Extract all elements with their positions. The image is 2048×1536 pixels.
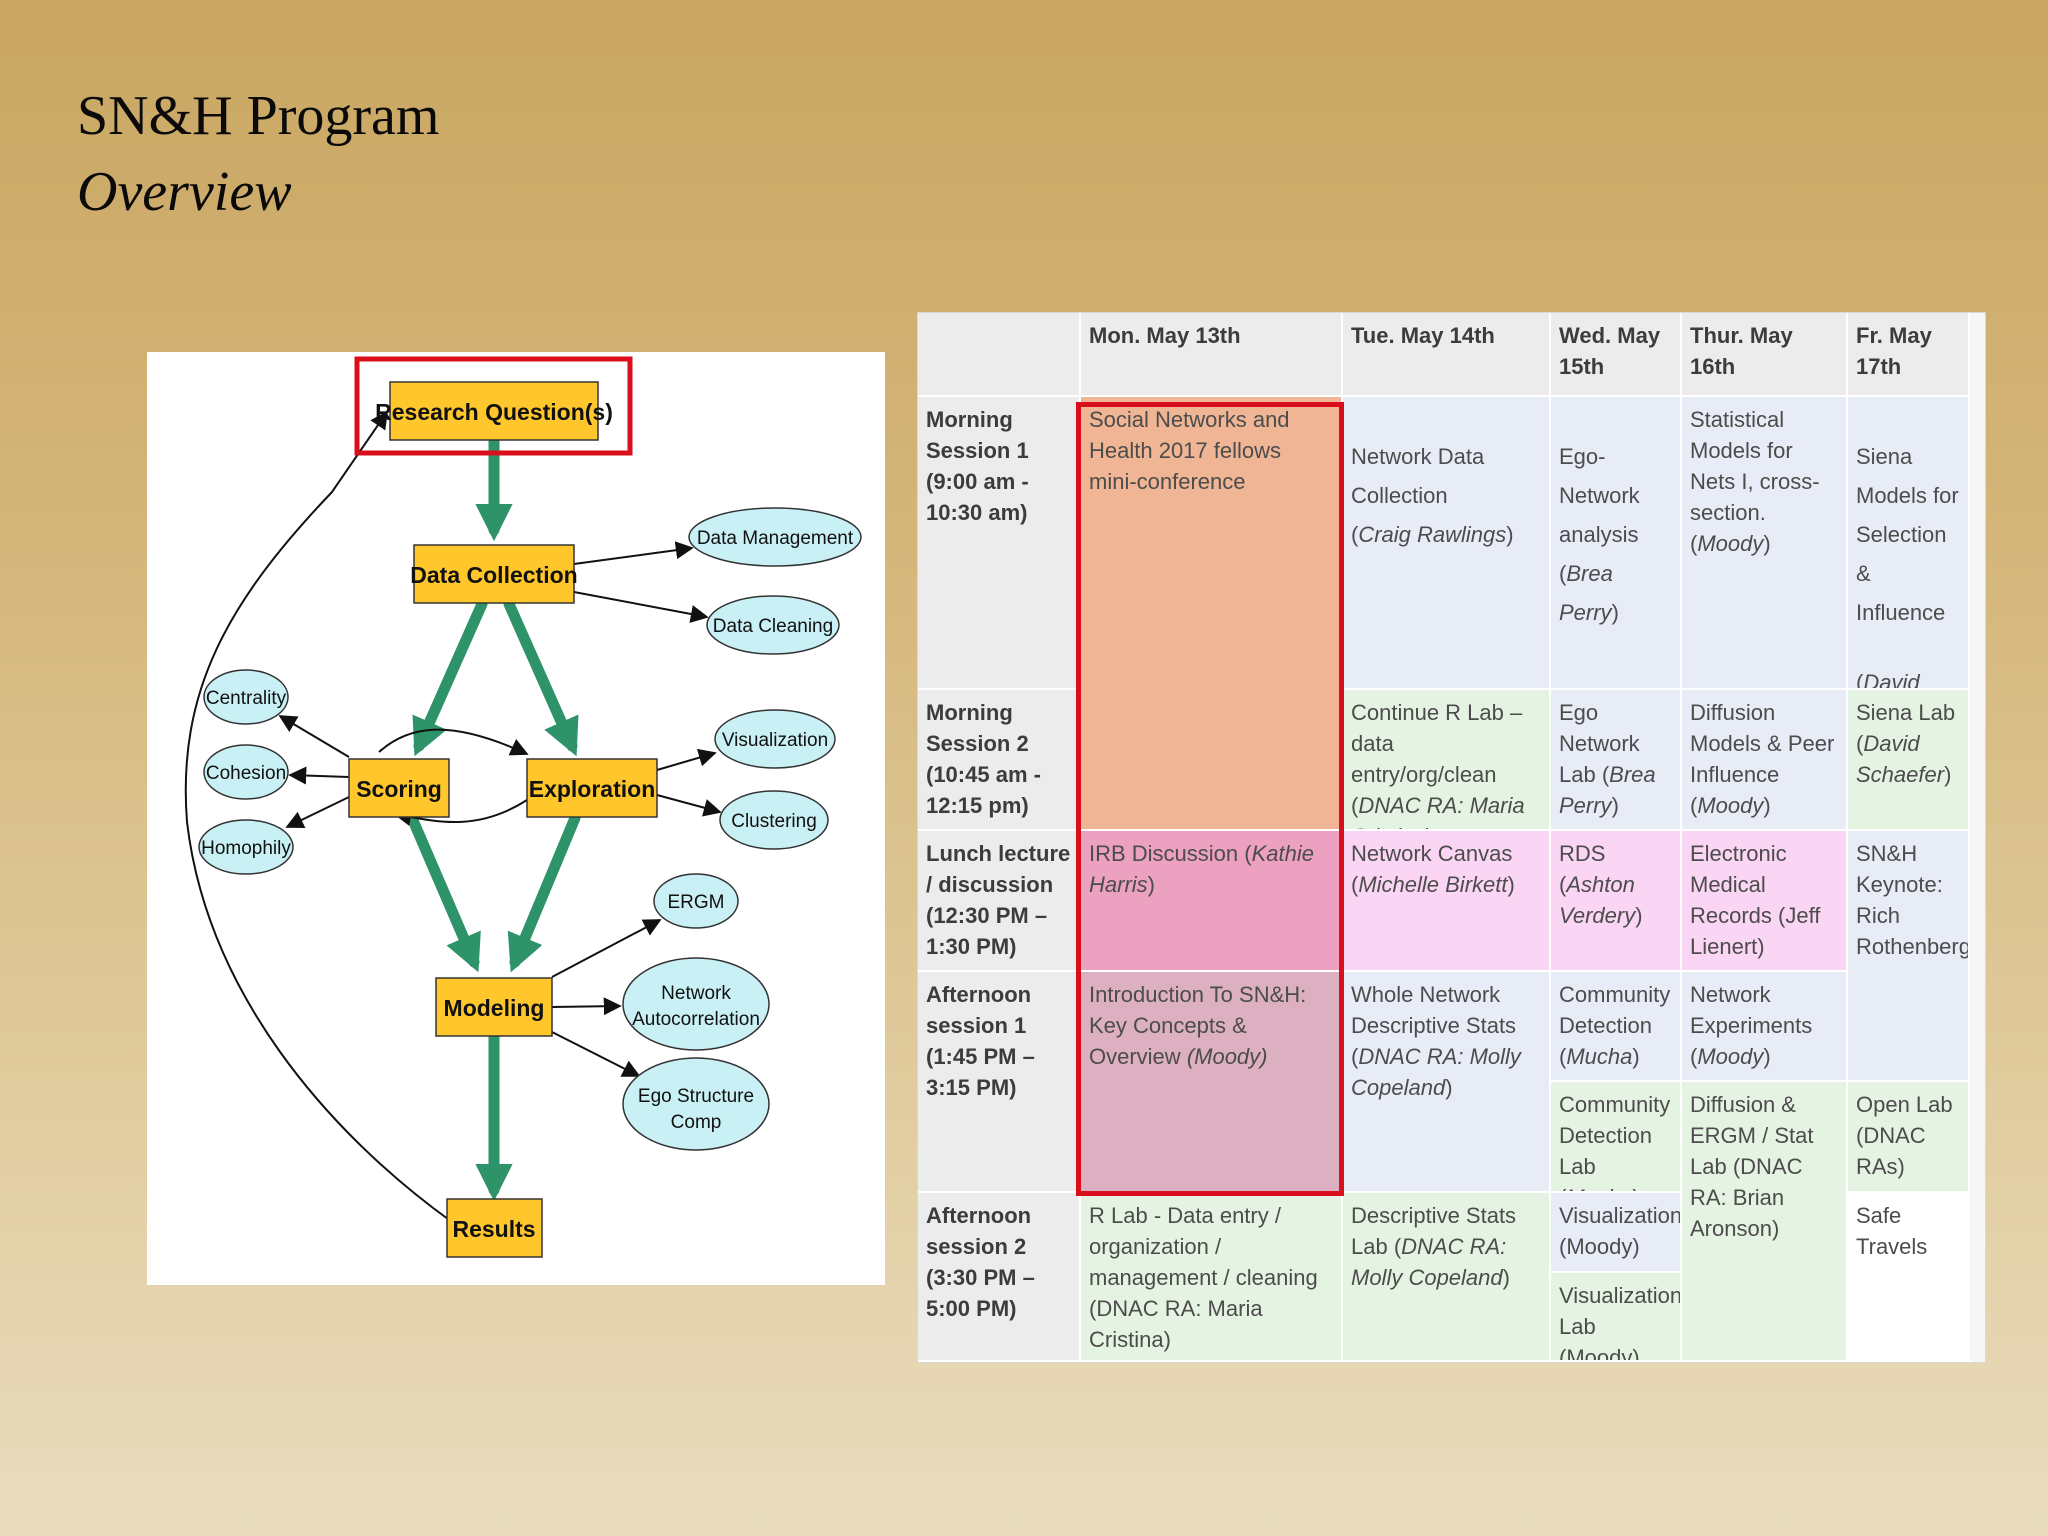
- slide-title-block: SN&H Program Overview: [77, 78, 439, 230]
- wed-afternoon-2b: Visualization Lab (Moody): [1551, 1273, 1682, 1362]
- ellipse-ego-structure: Ego Structure Comp: [622, 1057, 770, 1151]
- slide-title: SN&H Program: [77, 85, 440, 147]
- svg-text:Autocorrelation: Autocorrelation: [632, 1009, 760, 1030]
- ellipse-data-cleaning: Data Cleaning: [706, 595, 840, 655]
- mon-afternoon-2: R Lab - Data entry / organization / mana…: [1081, 1193, 1343, 1362]
- wed-afternoon-1a: Community Detection (Mucha): [1551, 972, 1682, 1082]
- arrow-dc-to-exploration: [503, 598, 579, 757]
- research-question-highlight: [354, 356, 633, 456]
- research-flow-diagram: Research Question(s) Data Collection Sco…: [147, 352, 885, 1285]
- svg-text:Ego Structure: Ego Structure: [638, 1086, 754, 1107]
- svg-text:Data Cleaning: Data Cleaning: [713, 616, 833, 637]
- thu-morning-1: Statistical Models for Nets I, cross-sec…: [1682, 397, 1848, 690]
- svg-text:Data Collection: Data Collection: [410, 562, 577, 588]
- svg-text:Data Management: Data Management: [697, 528, 854, 549]
- tue-afternoon-1: Whole Network Descriptive Stats (DNAC RA…: [1343, 972, 1551, 1193]
- ellipse-data-management: Data Management: [688, 507, 862, 567]
- ellipse-centrality: Centrality: [203, 669, 289, 725]
- box-modeling: Modeling: [435, 977, 553, 1037]
- svg-text:Centrality: Centrality: [206, 688, 287, 709]
- svg-text:Homophily: Homophily: [201, 838, 291, 859]
- arrow-scoring-to-modeling: [406, 812, 481, 973]
- ellipse-homophily: Homophily: [198, 819, 294, 875]
- svg-text:Research Question(s): Research Question(s): [375, 399, 613, 425]
- svg-text:Scoring: Scoring: [356, 776, 442, 802]
- box-research-question: Research Question(s): [375, 381, 613, 441]
- header-tue: Tue. May 14th: [1343, 313, 1551, 397]
- svg-text:Exploration: Exploration: [529, 776, 656, 802]
- header-mon: Mon. May 13th: [1081, 313, 1343, 397]
- box-scoring: Scoring: [348, 758, 450, 818]
- tue-lunch: Network Canvas (Michelle Birkett): [1343, 831, 1551, 972]
- ellipse-visualization: Visualization: [714, 709, 836, 769]
- slide-subtitle: Overview: [77, 161, 292, 223]
- wed-afternoon-2a: Visualization (Moody): [1551, 1193, 1682, 1273]
- ellipse-ergm: ERGM: [653, 873, 739, 929]
- svg-text:Cohesion: Cohesion: [206, 763, 286, 784]
- header-thu: Thur. May 16th: [1682, 313, 1848, 397]
- feedback-curve: [184, 410, 453, 1223]
- ellipse-cohesion: Cohesion: [203, 744, 289, 800]
- box-exploration: Exploration: [526, 758, 658, 818]
- fri-lunch: SN&H Keynote: Rich Rothenberg: [1848, 831, 1970, 1082]
- thu-morning-2: Diffusion Models & Peer Influence (Moody…: [1682, 690, 1848, 831]
- wed-morning-2: Ego Network Lab (Brea Perry): [1551, 690, 1682, 831]
- table-corner: [918, 313, 1081, 397]
- svg-text:Network: Network: [661, 983, 731, 1004]
- box-results: Results: [446, 1198, 543, 1258]
- mon-morning-sessions: Social Networks and Health 2017 fellows …: [1081, 397, 1343, 831]
- wed-lunch: RDS(Ashton Verdery): [1551, 831, 1682, 972]
- row-head-lunch: Lunch lecture/ discussion(12:30 PM –1:30…: [918, 831, 1081, 972]
- thu-afternoon-1: Network Experiments (Moody): [1682, 972, 1848, 1082]
- fri-afternoon-1: Open Lab (DNAC RAs): [1848, 1082, 1970, 1193]
- thu-lunch: Electronic Medical Records (Jeff Lienert…: [1682, 831, 1848, 972]
- thu-afternoon-2: Diffusion & ERGM / Stat Lab (DNAC RA: Br…: [1682, 1082, 1848, 1362]
- fri-afternoon-2: Safe Travels: [1848, 1193, 1970, 1362]
- svg-text:Comp: Comp: [671, 1112, 722, 1133]
- mon-afternoon-1: Introduction To SN&H: Key Concepts & Ove…: [1081, 972, 1343, 1193]
- wed-afternoon-1b: Community Detection Lab (Mucha): [1551, 1082, 1682, 1193]
- svg-text:Modeling: Modeling: [444, 995, 545, 1021]
- svg-text:Visualization: Visualization: [722, 730, 828, 751]
- mon-lunch: IRB Discussion (Kathie Harris): [1081, 831, 1343, 972]
- fri-morning-2: Siena Lab (David Schaefer): [1848, 690, 1970, 831]
- ellipse-network-autocorrelation: Network Autocorrelation: [622, 957, 770, 1051]
- svg-text:Clustering: Clustering: [731, 811, 817, 832]
- svg-text:ERGM: ERGM: [668, 892, 725, 913]
- tue-afternoon-2: Descriptive Stats Lab (DNAC RA: Molly Co…: [1343, 1193, 1551, 1362]
- svg-text:Results: Results: [452, 1216, 535, 1242]
- arrow-exploration-to-modeling: [507, 812, 581, 973]
- ellipse-clustering: Clustering: [719, 790, 829, 850]
- arrow-dc-to-scoring: [412, 598, 488, 757]
- tue-morning-2: Continue R Lab – data entry/org/clean (D…: [1343, 690, 1551, 831]
- box-data-collection: Data Collection: [410, 544, 578, 604]
